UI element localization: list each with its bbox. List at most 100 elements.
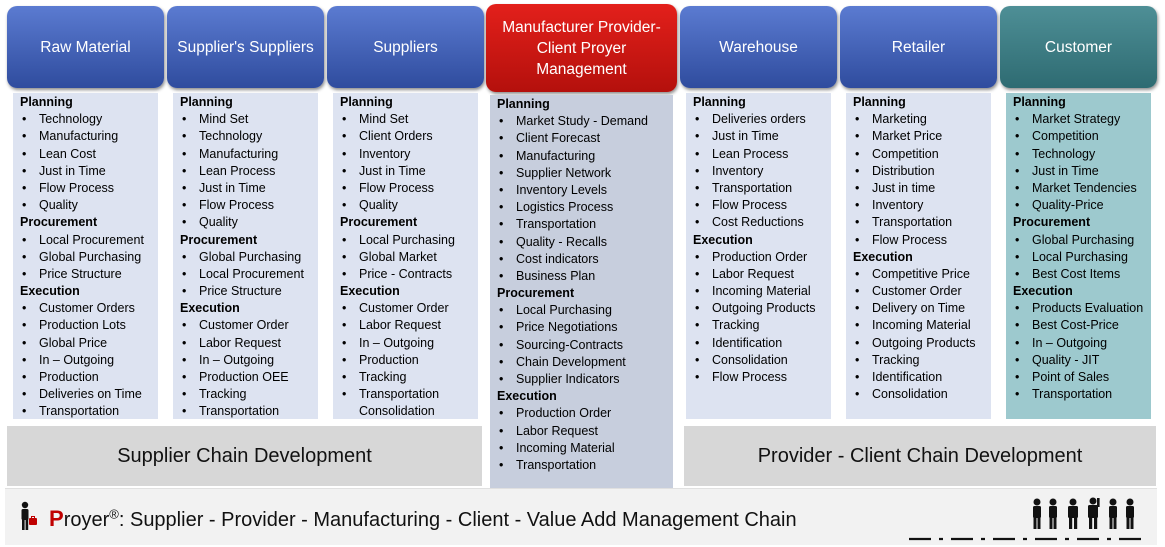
column-panel: PlanningMarketingMarket PriceCompetition…	[846, 93, 991, 419]
list-item: Client Forecast	[490, 130, 673, 147]
list-item: Marketing	[846, 111, 991, 128]
section-heading: Procurement	[180, 232, 258, 247]
list-item: In – Outgoing	[333, 335, 478, 352]
list-item: Sourcing-Contracts	[490, 337, 673, 354]
list-item: Flow Process	[13, 180, 158, 197]
column-header: Customer	[1000, 6, 1157, 88]
list-item: Transportation	[173, 403, 318, 420]
list-item: Customer Orders	[13, 300, 158, 317]
section-heading: Execution	[853, 249, 913, 264]
list-item: Competition	[1006, 128, 1151, 145]
list-item: Consolidation	[846, 386, 991, 403]
list-item: Consolidation	[686, 352, 831, 369]
section-heading: Execution	[693, 232, 753, 247]
provider-client-chain-band: Provider - Client Chain Development	[684, 426, 1156, 486]
column-panel: PlanningTechnologyManufacturingLean Cost…	[13, 93, 158, 421]
list-item: Labor Request	[490, 423, 673, 440]
list-item: Outgoing Products	[846, 335, 991, 352]
list-item: Production Order	[686, 249, 831, 266]
list-item: Flow Process	[846, 232, 991, 249]
list-item: Mind Set	[333, 111, 478, 128]
people-group-icon	[1029, 497, 1149, 536]
column-panel: PlanningDeliveries ordersJust in TimeLea…	[686, 93, 831, 419]
list-item: Inventory	[686, 163, 831, 180]
registered-mark: ®	[109, 506, 119, 522]
list-item: Just in Time	[13, 163, 158, 180]
list-item: Tracking	[333, 369, 478, 386]
list-item: Quality	[173, 214, 318, 231]
list-item: Tracking	[173, 386, 318, 403]
section-heading: Execution	[180, 301, 240, 316]
list-item: Local Purchasing	[333, 232, 478, 249]
tagline-text: : Supplier - Provider - Manufacturing - …	[118, 509, 797, 531]
list-item: Lean Process	[173, 163, 318, 180]
list-item: Price Structure	[173, 283, 318, 300]
column-panel: PlanningMind SetTechnologyManufacturingL…	[173, 93, 318, 421]
list-item: Flow Process	[686, 369, 831, 386]
list-item: Incoming Material	[686, 283, 831, 300]
list-item: Incoming Material	[846, 317, 991, 334]
column-header: Suppliers	[327, 6, 484, 88]
list-item: Distribution	[846, 163, 991, 180]
footer-tagline: Proyer®: Supplier - Provider - Manufactu…	[49, 506, 797, 532]
list-item: Transportation	[490, 216, 673, 233]
list-item: Manufacturing	[490, 148, 673, 165]
list-item: Labor Request	[686, 266, 831, 283]
list-item: Inventory Levels	[490, 182, 673, 199]
list-item: In – Outgoing	[13, 352, 158, 369]
section-heading: Execution	[20, 284, 80, 299]
list-item: Just in time	[846, 180, 991, 197]
list-item: Tracking	[686, 317, 831, 334]
section-heading: Planning	[20, 95, 73, 109]
list-item: Market Strategy	[1006, 111, 1151, 128]
list-item: Products Evaluation	[1006, 300, 1151, 317]
list-item: Global Market	[333, 249, 478, 266]
list-item: Technology	[173, 128, 318, 145]
list-item: Customer Order	[333, 300, 478, 317]
list-item: Customer Order	[846, 283, 991, 300]
column-panel: PlanningMarket StrategyCompetitionTechno…	[1006, 93, 1151, 419]
section-heading: Procurement	[20, 215, 98, 230]
list-item: Price Structure	[13, 266, 158, 283]
list-item: Production Order	[490, 405, 673, 422]
list-item: Just in Time	[686, 128, 831, 145]
section-heading: Execution	[340, 284, 400, 299]
list-item: Business Plan	[490, 268, 673, 285]
section-heading: Planning	[853, 95, 906, 109]
list-item: Flow Process	[333, 180, 478, 197]
list-item: Production	[333, 352, 478, 369]
section-heading: Execution	[497, 389, 557, 404]
list-item: Customer Order	[173, 317, 318, 334]
column-header: Retailer	[840, 6, 997, 88]
column-panel: PlanningMarket Study - DemandClient Fore…	[490, 95, 673, 488]
list-item: Technology	[13, 111, 158, 128]
list-item: Manufacturing	[13, 128, 158, 145]
section-heading: Planning	[693, 95, 746, 109]
section-heading: Procurement	[340, 215, 418, 230]
list-item: Point of Sales	[1006, 369, 1151, 386]
list-item: Transportation	[333, 386, 478, 403]
list-item: Identification	[846, 369, 991, 386]
list-item: Inventory	[846, 197, 991, 214]
list-item: Price - Contracts	[333, 266, 478, 283]
list-item: Global Purchasing	[173, 249, 318, 266]
list-item: Transportation	[846, 214, 991, 231]
list-item: Just in Time	[173, 180, 318, 197]
list-item: Transportation	[686, 180, 831, 197]
list-item: Labor Request	[173, 335, 318, 352]
list-item: Market Study - Demand	[490, 113, 673, 130]
list-item: Lean Cost	[13, 146, 158, 163]
dashed-line	[909, 529, 1149, 547]
brand-initial: P	[49, 506, 64, 531]
list-item: Transportation	[13, 403, 158, 420]
list-item: Manufacturing	[173, 146, 318, 163]
list-item: Tracking	[846, 352, 991, 369]
list-item: Identification	[686, 335, 831, 352]
list-item: Mind Set	[173, 111, 318, 128]
list-item: Local Purchasing	[1006, 249, 1151, 266]
list-item: Incoming Material	[490, 440, 673, 457]
column-panel: PlanningMind SetClient OrdersInventoryJu…	[333, 93, 478, 419]
list-item: Quality - JIT	[1006, 352, 1151, 369]
list-item-continuation: Consolidation	[359, 404, 435, 419]
list-item: Quality - Recalls	[490, 234, 673, 251]
